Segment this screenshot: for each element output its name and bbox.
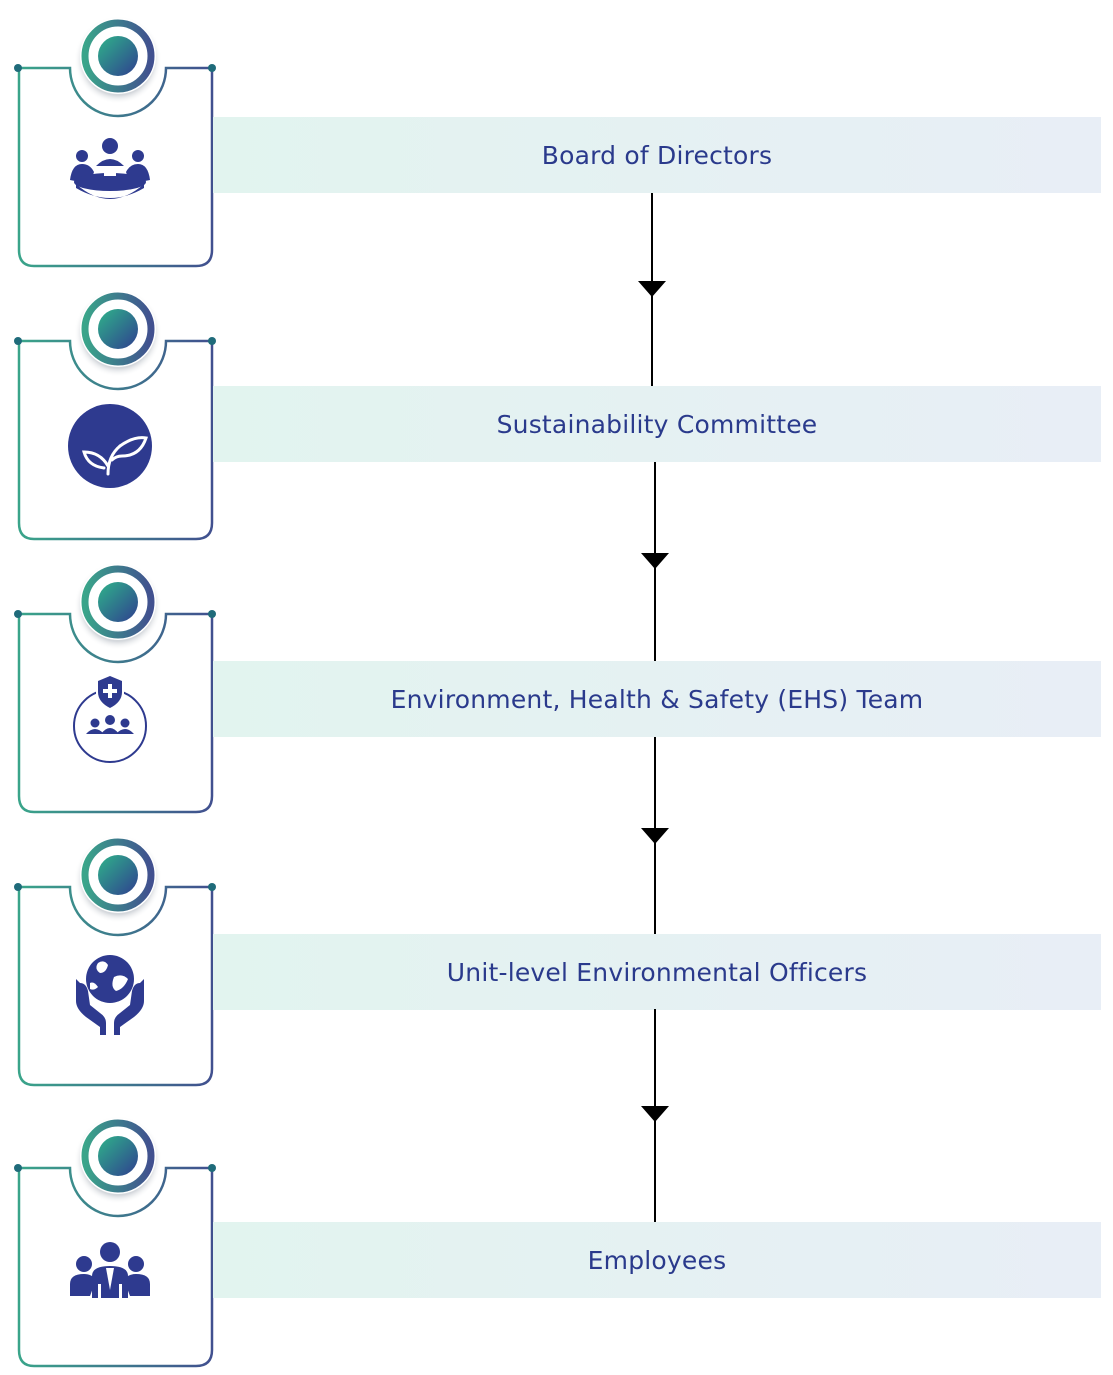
tier-ehs-team: Environment, Health & Safety (EHS) Team [0, 546, 1113, 821]
tier-label: Board of Directors [541, 140, 773, 170]
tier-label: Sustainability Committee [496, 409, 818, 439]
tier-employees: Employees [0, 1100, 1113, 1375]
card-frame [14, 16, 216, 268]
tier-board-of-directors: Board of Directors [0, 0, 1113, 275]
tier-bar: Unit-level Environmental Officers [213, 934, 1101, 1010]
down-arrow-connector [641, 1009, 669, 1222]
boardroom-meeting-icon [60, 118, 160, 218]
tier-bar: Board of Directors [213, 117, 1101, 193]
tier-label: Environment, Health & Safety (EHS) Team [390, 684, 924, 714]
tier-sustainability-committee: Sustainability Committee [0, 273, 1113, 548]
safety-shield-team-icon [60, 670, 160, 770]
tier-label: Unit-level Environmental Officers [446, 957, 868, 987]
down-arrow-connector [641, 462, 669, 662]
card-frame [14, 835, 216, 1087]
tier-label: Employees [587, 1245, 727, 1275]
leaf-circle-icon [60, 396, 160, 496]
globe-hands-icon [60, 943, 160, 1043]
card-frame [14, 1116, 216, 1368]
card-frame [14, 562, 216, 814]
tier-unit-level-officers: Unit-level Environmental Officers [0, 819, 1113, 1094]
down-arrow-connector [638, 193, 666, 386]
tier-bar: Sustainability Committee [213, 386, 1101, 462]
down-arrow-connector [641, 737, 669, 935]
card-frame [14, 289, 216, 541]
employees-group-icon [60, 1228, 160, 1328]
tier-bar: Employees [213, 1222, 1101, 1298]
tier-bar: Environment, Health & Safety (EHS) Team [213, 661, 1101, 737]
